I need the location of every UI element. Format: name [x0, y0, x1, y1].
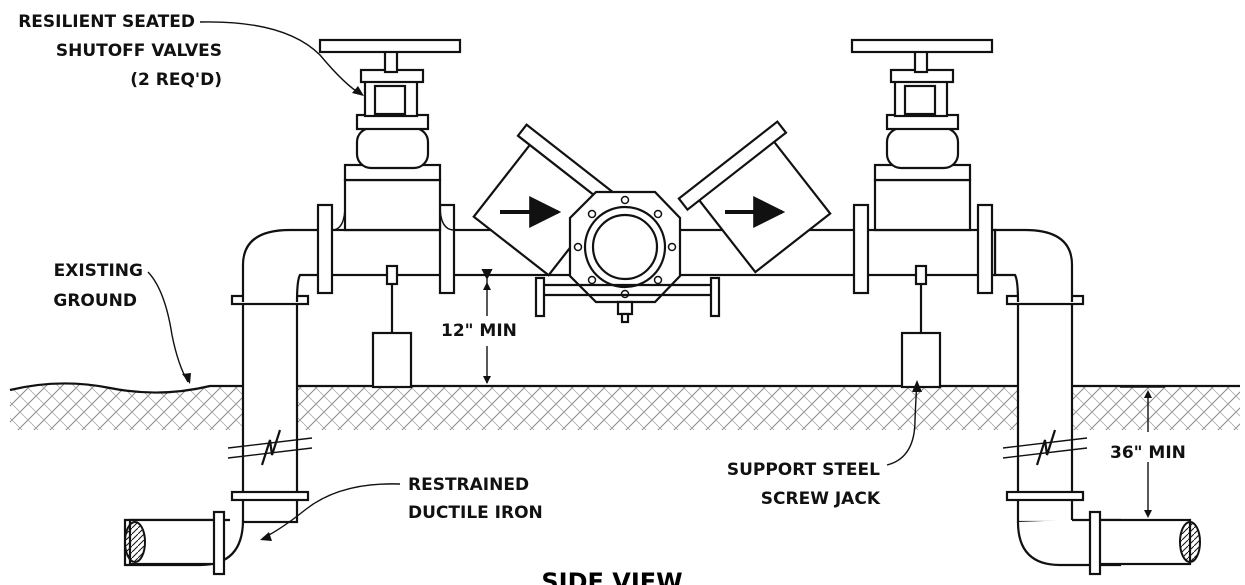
left-low-pipe — [124, 510, 226, 576]
right-screw-jack — [900, 264, 942, 389]
iron-leader — [262, 483, 401, 539]
shutoff-leader — [199, 21, 363, 96]
depth-label: 36" MIN — [1110, 443, 1186, 463]
ground-line — [9, 382, 1240, 394]
clearance-dimension — [481, 268, 493, 384]
depth-dimension — [1120, 386, 1165, 518]
ground-leader — [147, 271, 189, 383]
clearance-label: 12" MIN — [441, 321, 517, 341]
support-bracket — [534, 276, 721, 318]
right-shutoff-valve — [850, 38, 994, 232]
left-screw-jack — [371, 264, 413, 389]
soil-hatch — [9, 382, 1240, 430]
iron-label-2: DUCTILE IRON — [408, 503, 543, 523]
ground-label-1: EXISTING — [54, 261, 143, 281]
shutoff-label-2: SHUTOFF VALVES — [56, 41, 222, 61]
jack-label-1: SUPPORT STEEL — [727, 460, 880, 480]
ground-label-2: GROUND — [53, 291, 137, 311]
jack-label-2: SCREW JACK — [761, 489, 881, 509]
iron-label-1: RESTRAINED — [408, 475, 529, 495]
shutoff-label-1: RESILIENT SEATED — [18, 12, 195, 32]
shutoff-label-3: (2 REQ'D) — [130, 70, 222, 90]
view-title: SIDE VIEW — [541, 568, 682, 585]
left-shutoff-valve — [318, 38, 462, 232]
relief-flange — [568, 190, 682, 324]
right-low-pipe — [1088, 510, 1201, 576]
